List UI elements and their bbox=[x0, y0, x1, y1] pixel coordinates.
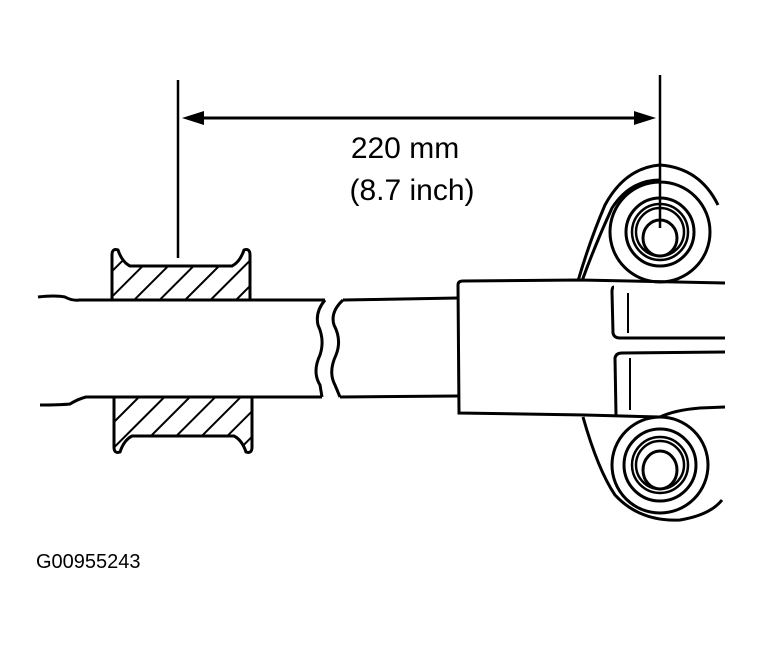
dimension-lines bbox=[176, 75, 662, 258]
shaft bbox=[37, 294, 459, 407]
upper-eye-outer bbox=[608, 180, 712, 284]
bushing bbox=[110, 248, 254, 454]
arrow-right-icon bbox=[634, 111, 656, 125]
clevis-bottom-edge bbox=[456, 284, 726, 419]
figure-id: G00955243 bbox=[36, 551, 141, 573]
clevis-slot-lower bbox=[613, 350, 726, 416]
upper-ear-outline bbox=[576, 163, 720, 282]
clevis bbox=[456, 163, 726, 522]
break-line-left bbox=[314, 299, 327, 398]
upper-eye-bore bbox=[641, 218, 679, 258]
bushing-lower bbox=[112, 395, 254, 454]
clevis-top-edge bbox=[456, 278, 726, 286]
clevis-slot-upper bbox=[610, 285, 725, 340]
upper-eye-ring bbox=[624, 196, 696, 268]
break-line-right bbox=[330, 298, 345, 398]
arrow-left-icon bbox=[182, 111, 204, 125]
lower-ear-outline bbox=[581, 416, 724, 522]
lower-eye-outer bbox=[610, 415, 710, 515]
dimension-imperial: (8.7 inch) bbox=[349, 174, 474, 207]
lower-eye-bore bbox=[641, 449, 679, 491]
bushing-upper bbox=[110, 248, 252, 302]
lower-eye-ring bbox=[622, 427, 698, 503]
dimension-metric: 220 mm bbox=[351, 132, 459, 165]
